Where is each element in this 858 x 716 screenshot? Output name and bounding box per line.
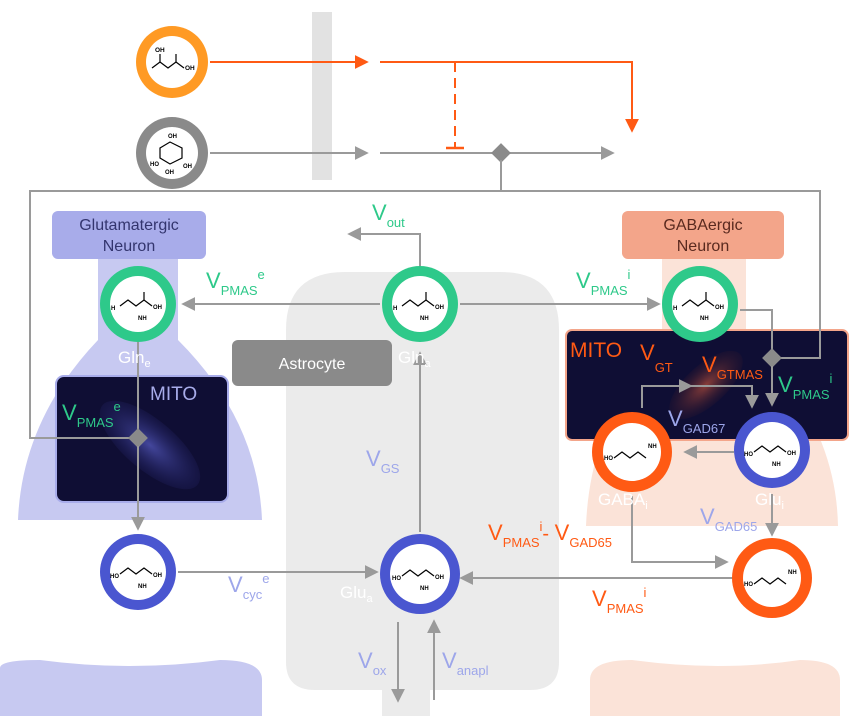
gln-e-molecule: H OH NH — [100, 266, 176, 342]
gln-i-molecule: H OH NH — [662, 266, 738, 342]
svg-text:NH: NH — [138, 584, 147, 590]
vpmas-e-mito-label: VPMASe — [62, 399, 121, 430]
gln-a-label: Glna — [398, 348, 431, 370]
gln-i-to-node-line — [740, 309, 773, 352]
svg-text:HO: HO — [150, 162, 159, 168]
gln-e-label: Glne — [118, 348, 151, 370]
glut-neuron-label-1: Glutamatergic — [79, 217, 179, 234]
vanapl-label: Vanapl — [442, 648, 489, 678]
vpmas-i-right-label: VPMASi — [778, 371, 833, 402]
blood-brain-barrier — [312, 12, 332, 180]
glu-i-molecule: HO OH NH — [734, 412, 810, 488]
vgtmas-label: VGTMAS — [702, 352, 763, 382]
svg-text:HO: HO — [744, 452, 753, 458]
svg-text:HO: HO — [604, 456, 613, 462]
gabaergic-neuron-terminal — [590, 660, 840, 716]
svg-text:NH: NH — [648, 444, 657, 450]
glucose-branch-node — [491, 143, 511, 163]
gaba-c-molecule: HO NH — [732, 538, 812, 618]
vgad65-label: VGAD65 — [700, 504, 757, 534]
glutamatergic-neuron-terminal — [0, 660, 262, 716]
svg-text:H: H — [111, 306, 115, 312]
svg-text:OH: OH — [185, 65, 195, 72]
glut-neuron-label-box — [52, 211, 206, 259]
svg-text:NH: NH — [138, 316, 147, 322]
svg-text:OH: OH — [183, 164, 192, 170]
svg-text:OH: OH — [153, 573, 162, 579]
svg-text:NH: NH — [788, 570, 797, 576]
glut-neuron-label-2: Neuron — [103, 238, 155, 255]
mito-right-label: MITO — [570, 339, 622, 362]
glucose-molecule: OH HO OH OH — [136, 117, 208, 189]
svg-text:H: H — [393, 306, 397, 312]
svg-text:OH: OH — [153, 305, 162, 311]
svg-text:NH: NH — [420, 586, 429, 592]
svg-text:NH: NH — [772, 462, 781, 468]
glucose-frame-left — [29, 160, 502, 439]
svg-text:OH: OH — [715, 305, 724, 311]
gaba-mito-node — [762, 348, 782, 368]
vcyc-label: Vcyce — [228, 571, 269, 602]
gaba-neuron-label-1: GABAergic — [663, 217, 742, 234]
svg-text:HO: HO — [392, 576, 401, 582]
vpmas-i-top-label: VPMASi — [576, 267, 631, 298]
glu-a-molecule: HO OH NH — [380, 534, 460, 614]
glu-e-molecule: HO OH NH — [100, 534, 176, 610]
svg-text:NH: NH — [420, 316, 429, 322]
astrocyte-label: Astrocyte — [279, 356, 346, 373]
vgt-label: VGT — [640, 340, 673, 375]
mito-left-organelle — [99, 400, 201, 490]
gaba-neuron-label-box — [622, 211, 784, 259]
svg-text:HO: HO — [744, 582, 753, 588]
svg-text:OH: OH — [787, 451, 796, 457]
svg-text:OH: OH — [168, 134, 177, 140]
gaba-neuron-label-2: Neuron — [677, 238, 729, 255]
svg-text:OH: OH — [435, 305, 444, 311]
svg-text:H: H — [673, 306, 677, 312]
vpmas-e-top-label: VPMASe — [206, 267, 265, 298]
vout-arrow — [347, 227, 421, 268]
glucose-frame-right — [501, 190, 821, 359]
svg-text:OH: OH — [155, 47, 165, 54]
vpmas-i-bottom-label: VPMASi — [592, 585, 647, 616]
gt-arrow-a — [641, 379, 693, 408]
vox-label: Vox — [358, 648, 387, 678]
glu-a-label: Glua — [340, 583, 373, 605]
gaba-i-label: GABAi — [598, 490, 648, 512]
mito-left-label: MITO — [150, 384, 197, 405]
vout-label: Vout — [372, 200, 405, 230]
gaba-i-molecule: HO NH — [592, 412, 672, 492]
lactate-molecule: OH OH — [136, 26, 208, 98]
gaba-i-to-gaba-c-arrow — [631, 496, 729, 569]
glut-mito-node — [128, 428, 148, 448]
vgs-label: VGS — [366, 446, 400, 476]
vgad67-label: VGAD67 — [668, 406, 725, 436]
vpmas-minus-vgad65-label: VPMASi- VGAD65 — [488, 519, 612, 550]
svg-text:OH: OH — [435, 575, 444, 581]
glu-i-label: Glui — [755, 490, 784, 512]
lactate-to-neurons-arrow — [380, 61, 639, 133]
gt-arrow-b — [690, 385, 759, 409]
svg-text:HO: HO — [110, 574, 119, 580]
astrocyte-label-box — [232, 340, 392, 386]
gln-a-molecule: H OH NH — [382, 266, 458, 342]
svg-text:OH: OH — [165, 170, 174, 176]
svg-text:NH: NH — [700, 316, 709, 322]
